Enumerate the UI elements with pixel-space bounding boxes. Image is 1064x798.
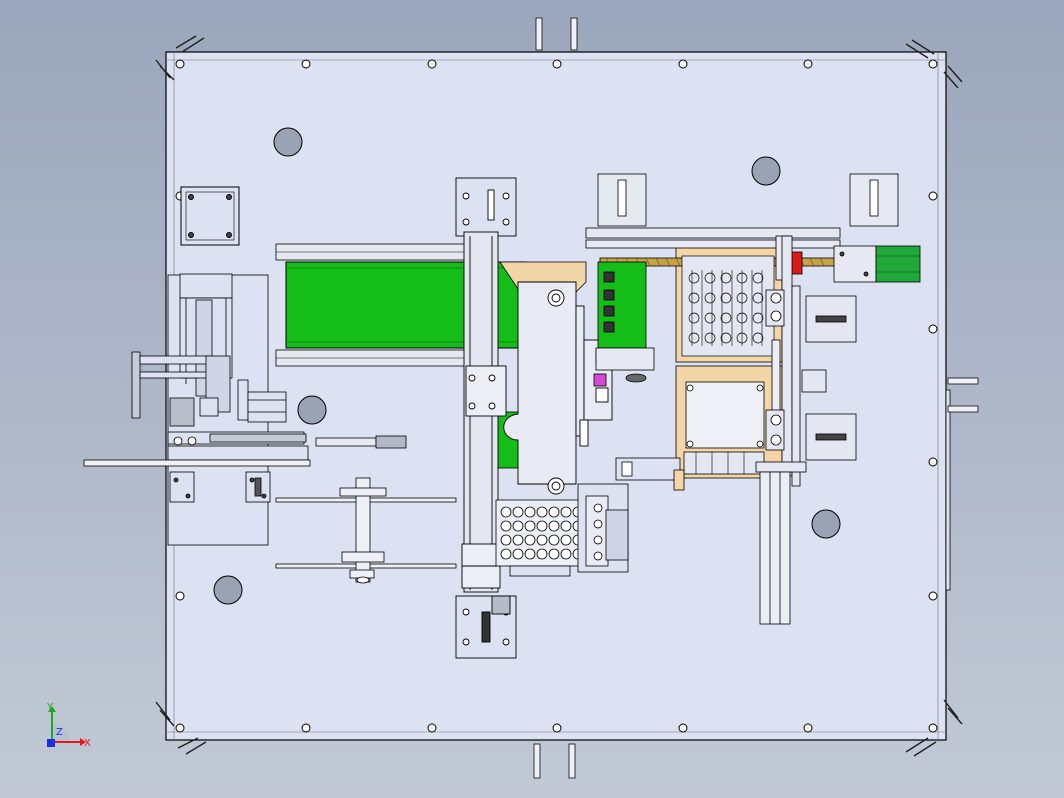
triad-base-arc (52, 724, 70, 742)
carriage-plate (503, 281, 613, 495)
cylinder-block (615, 381, 765, 491)
z-axis-label: Z (56, 727, 63, 738)
part-tray-upper (681, 255, 775, 357)
vial-gripper (495, 483, 629, 577)
central-linear-module (455, 177, 517, 659)
large-holes (213, 127, 841, 605)
belt-pulley (275, 477, 457, 584)
locating-pins (533, 17, 979, 779)
coordinate-triad[interactable]: X Y Z (46, 702, 91, 749)
top-guide-rail (585, 173, 899, 249)
x-axis-label: X (84, 738, 91, 749)
corner-clamps (155, 35, 963, 757)
left-gripper-module (83, 273, 407, 546)
left-square-bracket (180, 186, 240, 246)
cable-chain (593, 261, 655, 387)
right-vertical-rail (755, 235, 857, 625)
z-axis-marker (47, 739, 55, 747)
y-axis-label: Y (46, 702, 54, 713)
